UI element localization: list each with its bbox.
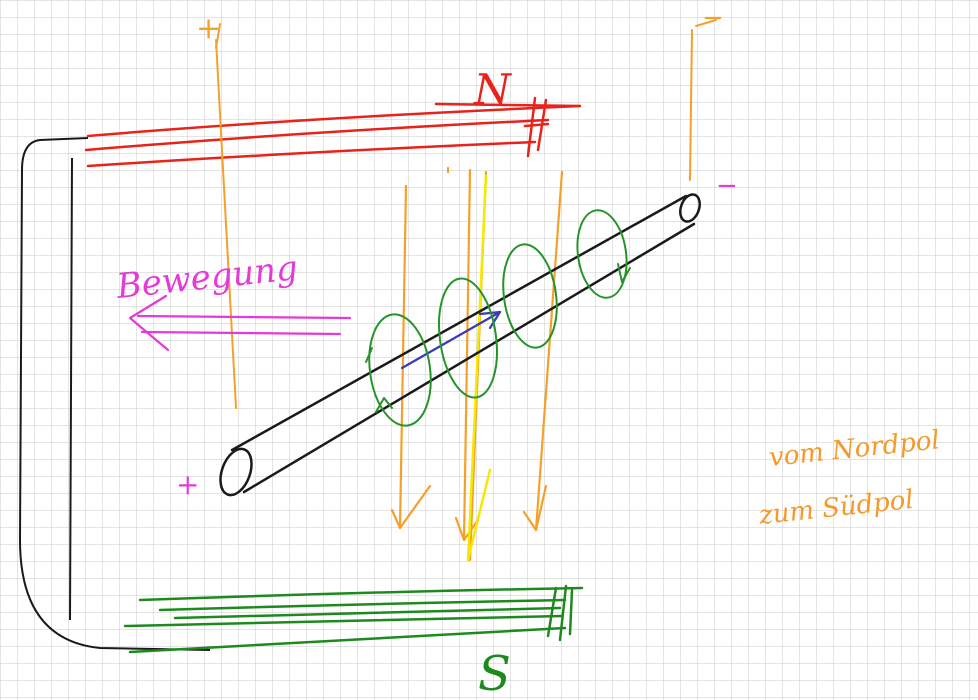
south-label: S <box>478 646 511 700</box>
north-pole <box>84 96 582 168</box>
rod-end-plus: + <box>176 468 199 501</box>
north-label: N <box>473 65 512 114</box>
magnet-yoke <box>18 137 211 651</box>
top-left-plus: + <box>196 11 221 46</box>
field-line-1 <box>390 184 432 530</box>
field-line-highlight <box>466 174 492 562</box>
magnet-yoke-inner <box>69 157 73 621</box>
top-right-minus: − <box>702 3 724 33</box>
field-line-4 <box>522 170 564 532</box>
motion-arrow <box>128 294 352 352</box>
south-pole <box>123 584 584 654</box>
rod-end-minus: − <box>716 171 738 201</box>
terminal-wires <box>215 19 717 409</box>
induced-field-loops <box>365 209 631 427</box>
